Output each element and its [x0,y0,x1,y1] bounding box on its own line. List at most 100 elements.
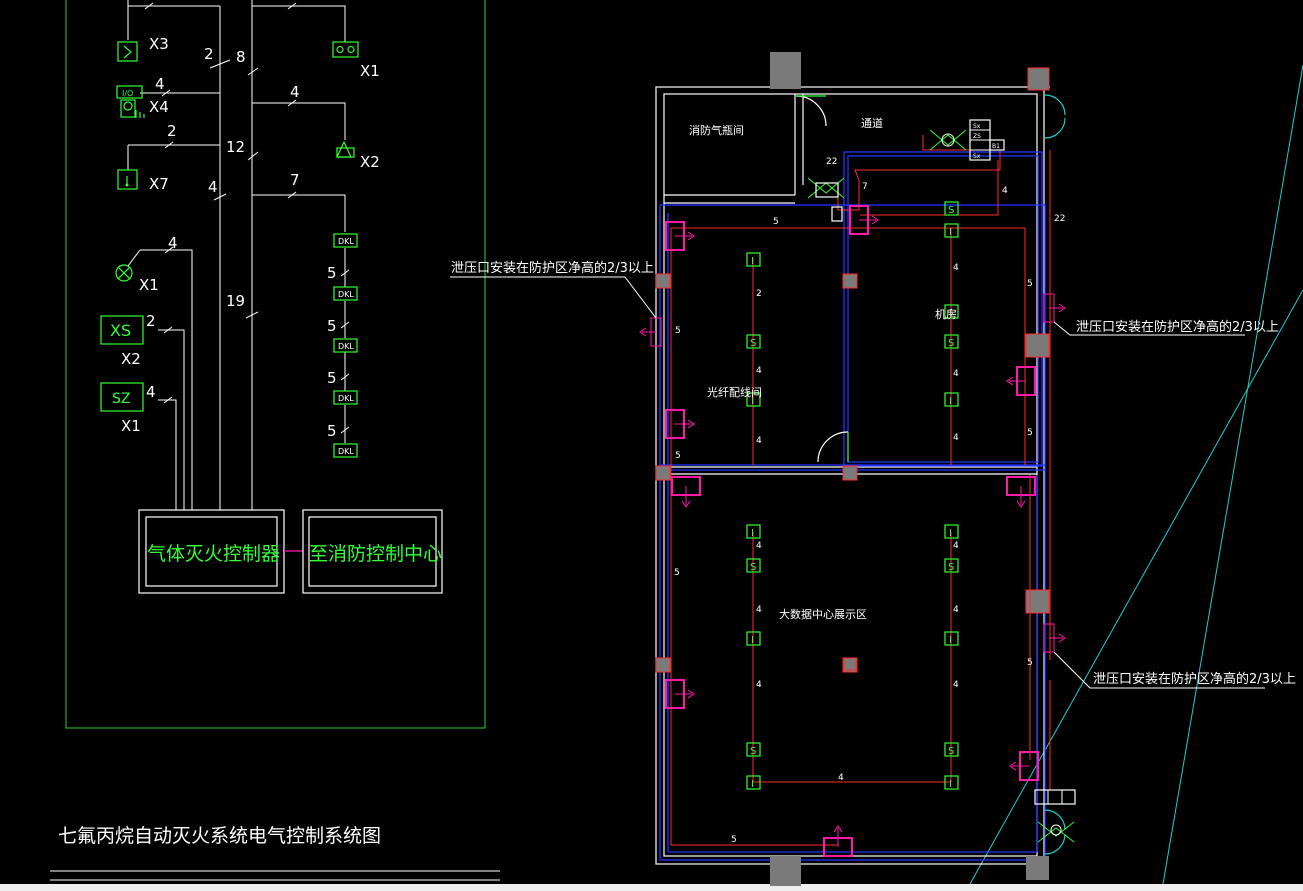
label-x1-sz: X1 [121,417,141,435]
plan-wire-counts: 5 5 5 5 5 5 5 5 2 4 4 4 4 4 4 4 4 4 4 4 … [674,157,1065,845]
count-4-right: 4 [290,83,300,101]
room-gas-bottle: 消防气瓶间 [689,123,744,137]
controller-label: 气体灭火控制器 [147,543,280,565]
schematic-frame [65,0,486,729]
det-s-1: S [948,205,954,216]
vent-note-right-top: 泄压口安装在防护区净高的2/3以上 [1076,319,1279,335]
det-i-11: I [949,779,952,790]
exit-panel-bottom [1034,789,1076,843]
count-4-mid: 4 [208,178,218,196]
count-2-xs: 2 [146,312,156,330]
pc-4-b: 4 [756,366,762,376]
pc-5-c: 5 [675,451,681,461]
manual-pull-x7: X7 [117,169,169,193]
plan-notes: 泄压口安装在防护区净高的2/3以上 泄压口安装在防护区净高的2/3以上 泄压口安… [451,260,1296,687]
det-s-7: S [948,746,954,757]
count-4-x4: 4 [155,75,165,93]
count-2-x7: 2 [167,122,177,140]
pc-4-c: 4 [953,263,959,273]
bottom-strip [0,884,1303,891]
corridor-panel: Sx ZS Sx B1 [807,119,1005,222]
pc-4-l: 4 [838,773,844,783]
vent-note-right-bottom: 泄压口安装在防护区净高的2/3以上 [1093,671,1296,687]
dkl-4: DKL [338,394,354,403]
sounder-strobe-sz: SZ X1 [100,382,144,435]
det-s-5: S [750,746,756,757]
to-fire-control-center: 至消防控制中心 [302,509,443,594]
red-wiring [670,135,1051,846]
pc-4-g: 4 [756,605,762,615]
sz-box-label: SZ [112,391,130,407]
schematic-wire-counts: 2 8 4 2 12 4 4 7 4 19 2 4 5 5 5 5 [146,45,337,440]
det-i-5: I [751,396,754,407]
left-trunk-wires [127,0,350,510]
count-5-a: 5 [327,264,337,282]
det-s-2: S [948,338,954,349]
det-s-4: S [750,562,756,573]
room-exhibit: 大数据中心展示区 [779,607,867,621]
label-x3: X3 [149,35,169,53]
label-x2-xs: X2 [121,350,141,368]
columns [655,52,1050,886]
count-5-b: 5 [327,317,337,335]
pc-22: 22 [826,157,837,167]
count-8: 8 [236,48,246,66]
blue-walls [659,151,1046,861]
dkl-5: DKL [338,447,354,456]
pc-5-f: 5 [1027,279,1033,289]
pc-7: 7 [862,182,868,192]
det-i-7: I [751,635,754,646]
detector-x1-top: X1 [332,41,380,80]
dkl-1: DKL [338,237,354,246]
label-x4: X4 [149,98,169,116]
horn-x2: X2 [336,140,380,171]
label-x7: X7 [149,175,169,193]
det-i-4: I [751,256,754,267]
label-x2-horn: X2 [360,153,380,171]
doors [795,94,1066,855]
pc-5-g: 5 [1027,428,1033,438]
det-s-6: S [948,562,954,573]
pc-22-right: 22 [1054,214,1065,224]
count-4-bell: 4 [168,234,178,252]
det-s-3: S [750,338,756,349]
det-i-8: I [751,779,754,790]
fire-center-label: 至消防控制中心 [309,543,442,565]
det-i-1: I [949,227,952,238]
pc-2: 2 [756,289,762,299]
panel-b1: B1 [992,143,1000,150]
pc-4-d: 4 [953,369,959,379]
pc-5-e: 5 [731,835,737,845]
release-indicator-xs: XS X2 [100,315,144,368]
drawing-title-block: 七氟丙烷自动灭火系统电气控制系统图 [50,825,500,881]
dkl-2: DKL [338,290,354,299]
pc-4-h: 4 [756,680,762,690]
gas-extinguishing-controller: 气体灭火控制器 [138,509,285,594]
pc-4-a: 4 [756,436,762,446]
pc-4-f: 4 [756,541,762,551]
xs-box-label: XS [110,321,131,340]
io-module-x4: I/O X4 [116,85,169,118]
dkl-modules: DKL DKL DKL DKL DKL [333,233,358,458]
note-leaders [450,276,1265,689]
floor-plan: S I I S I I S I I S I S I [450,52,1303,886]
schematic: 2 8 4 2 12 4 4 7 4 19 2 4 5 5 5 5 X3 I/O [65,0,486,729]
det-i-9: I [949,528,952,539]
det-i-6: I [751,528,754,539]
room-machine: 机房 [935,307,957,321]
pc-5-d: 5 [674,568,680,578]
count-2-top: 2 [204,45,214,63]
pc-5-a: 5 [773,217,779,227]
count-5-d: 5 [327,422,337,440]
alarm-bell-x1: X1 [115,249,159,294]
room-corridor: 通道 [861,116,883,130]
dkl-3: DKL [338,342,354,351]
count-7: 7 [290,171,300,189]
pc-4-e: 4 [953,433,959,443]
count-5-c: 5 [327,369,337,387]
pc-4-i: 4 [953,541,959,551]
room-labels: 消防气瓶间 通道 机房 光纤配线间 大数据中心展示区 [689,116,957,621]
io-label: I/O [122,89,133,98]
count-19: 19 [226,292,245,310]
vent-arrows [639,215,1066,847]
